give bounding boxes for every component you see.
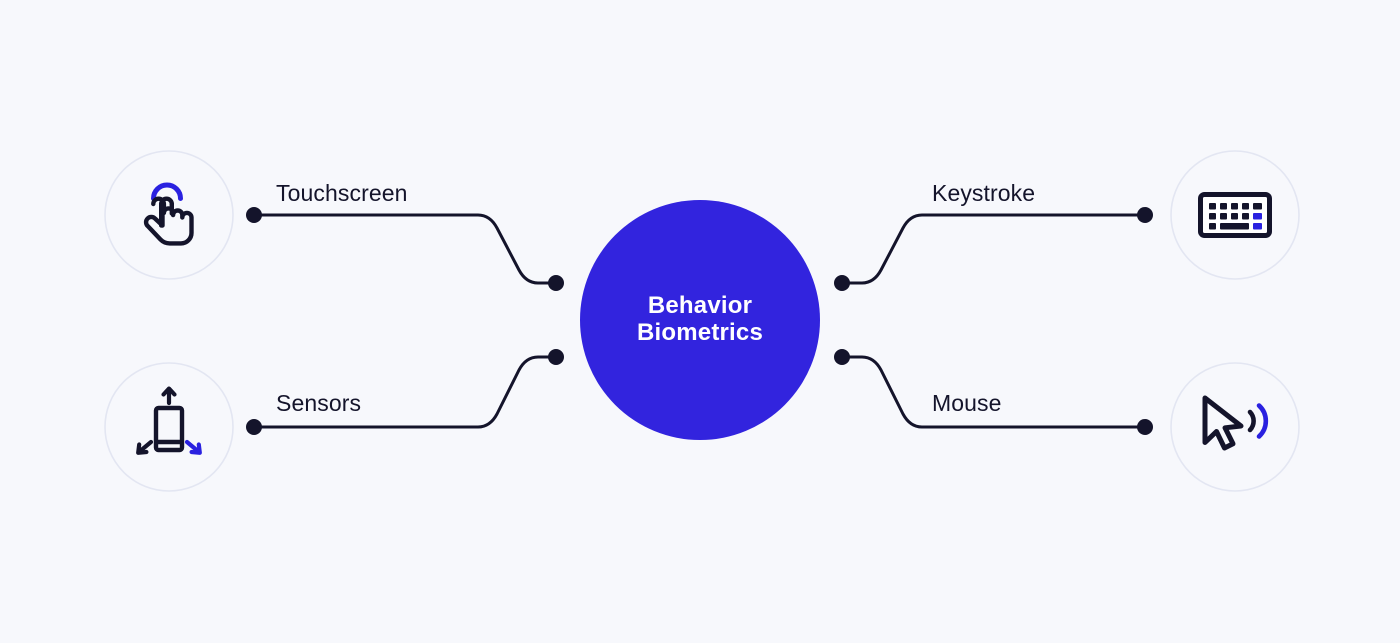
endpoint-dot-sensors-outer bbox=[246, 419, 262, 435]
keyboard-icon bbox=[1171, 151, 1299, 279]
endpoint-dot-mouse-inner bbox=[834, 349, 850, 365]
icon-ring-touchscreen bbox=[104, 150, 234, 280]
keyboard-icon-svg bbox=[1198, 192, 1272, 238]
endpoint-dot-keystroke-inner bbox=[834, 275, 850, 291]
connector-mouse bbox=[840, 355, 1147, 429]
node-label-keystroke: Keystroke bbox=[932, 180, 1036, 206]
node-label-sensors: Sensors bbox=[276, 390, 362, 416]
mouse-cursor-click-icon-svg bbox=[1202, 395, 1269, 451]
connector-keystroke bbox=[840, 213, 1147, 285]
node-label-touchscreen: Touchscreen bbox=[276, 180, 408, 206]
device-motion-sensor-icon-svg bbox=[136, 386, 202, 455]
connector-touchscreen bbox=[252, 213, 558, 285]
touch-gesture-icon-svg bbox=[143, 182, 194, 246]
behavior-biometrics-circle bbox=[580, 200, 820, 440]
endpoint-dot-touchscreen-inner bbox=[548, 275, 564, 291]
icon-ring-keystroke bbox=[1170, 150, 1300, 280]
endpoint-dot-keystroke-outer bbox=[1137, 207, 1153, 223]
icon-ring-sensors bbox=[104, 362, 234, 492]
endpoint-dot-touchscreen-outer bbox=[246, 207, 262, 223]
endpoint-dot-mouse-outer bbox=[1137, 419, 1153, 435]
mouse-cursor-click-icon bbox=[1171, 363, 1299, 491]
node-label-mouse: Mouse bbox=[932, 390, 1002, 416]
device-motion-sensor-icon bbox=[105, 363, 233, 491]
connector-sensors bbox=[252, 355, 558, 429]
icon-ring-mouse bbox=[1170, 362, 1300, 492]
endpoint-dot-sensors-inner bbox=[548, 349, 564, 365]
touch-gesture-icon bbox=[105, 151, 233, 279]
